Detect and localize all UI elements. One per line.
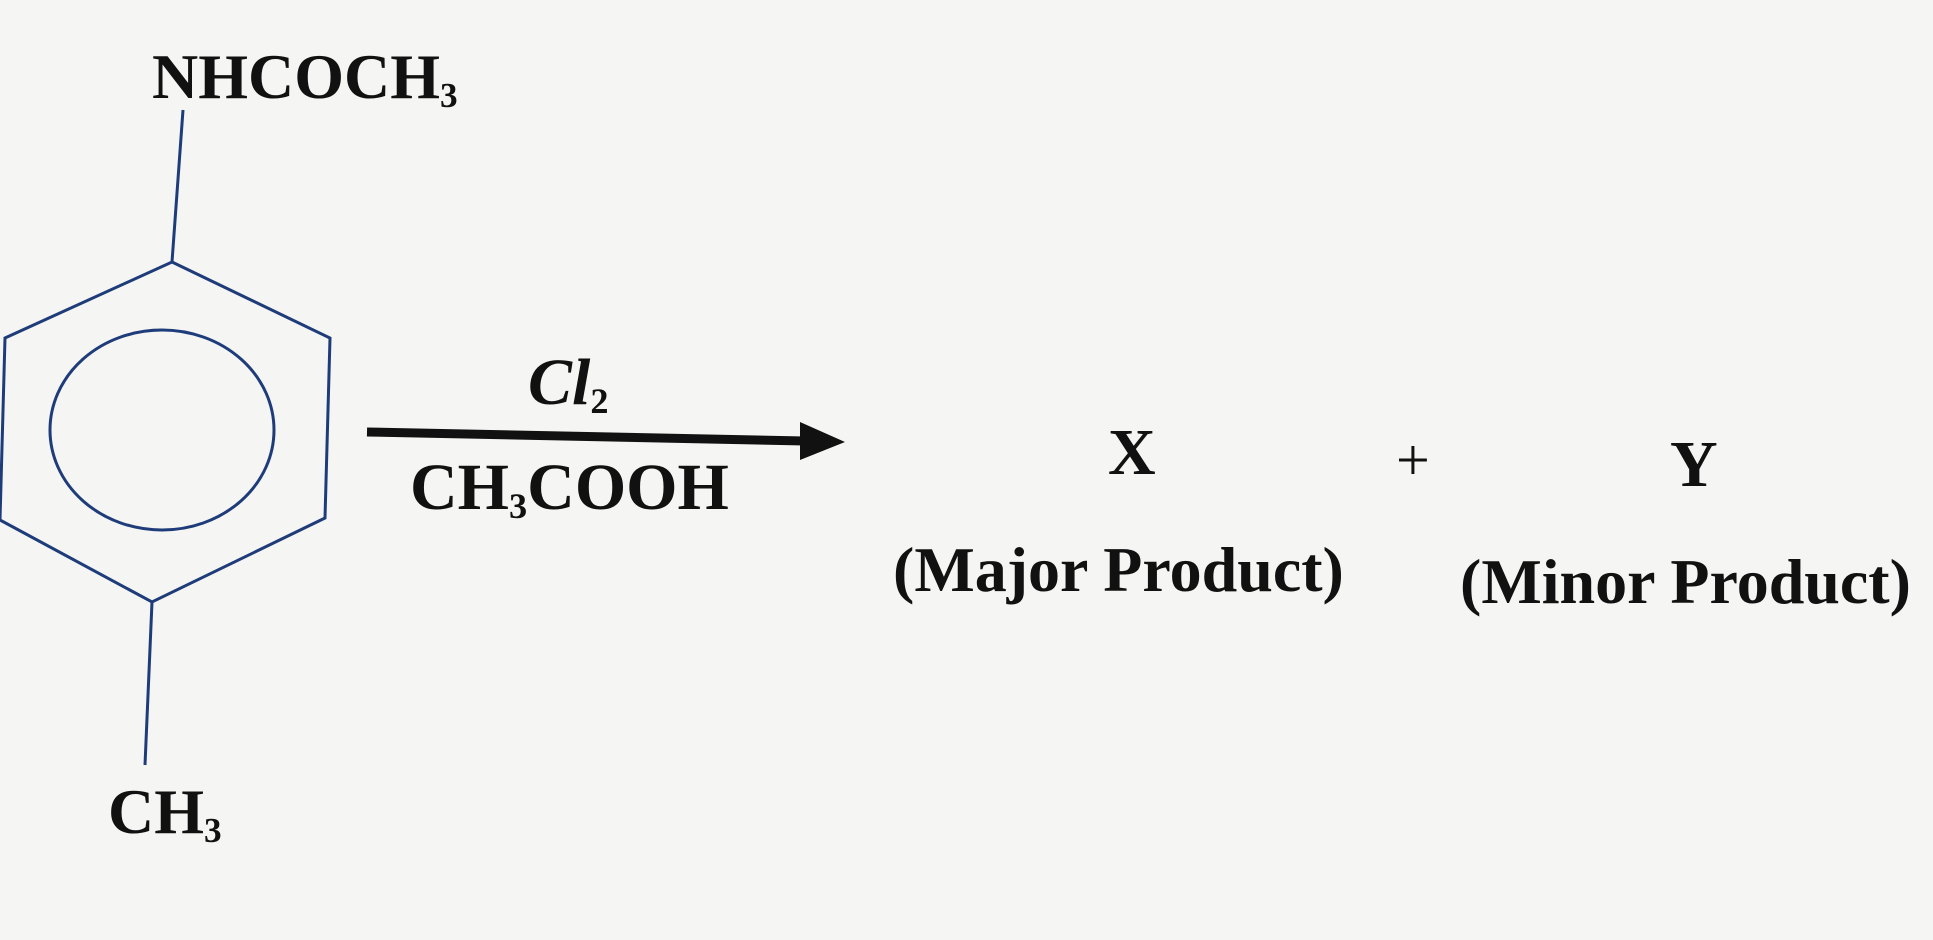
product-x-symbol: X [1108, 416, 1156, 489]
benzene-ring [0, 109, 332, 766]
acetamido-main: NHCOCH [152, 41, 440, 112]
reaction-arrow [366, 422, 845, 460]
methyl-group-label: CH3 [108, 780, 222, 848]
reagent-main: Cl [528, 346, 591, 419]
product-y-symbol: Y [1670, 428, 1718, 501]
solvent-post: COOH [527, 451, 729, 524]
arrow-head [800, 422, 845, 460]
reagent-chlorine: Cl2 [528, 350, 609, 422]
acetamido-group-label: NHCOCH3 [152, 45, 458, 113]
methyl-subscript: 3 [204, 810, 222, 850]
solvent-subscript: 3 [509, 486, 528, 527]
major-product-label: (Major Product) [893, 534, 1344, 605]
bond-top [170, 109, 185, 263]
aromatic-circle [48, 328, 276, 532]
solvent-pre: CH [410, 451, 509, 524]
methyl-main: CH [108, 776, 204, 847]
solvent-acetic-acid: CH3COOH [410, 455, 729, 527]
reagent-subscript: 2 [590, 381, 609, 422]
arrow-shaft [366, 427, 806, 446]
acetamido-subscript: 3 [440, 75, 458, 115]
minor-product-label: (Minor Product) [1460, 546, 1911, 617]
plus-sign: + [1396, 427, 1430, 493]
bond-bottom [143, 601, 154, 766]
